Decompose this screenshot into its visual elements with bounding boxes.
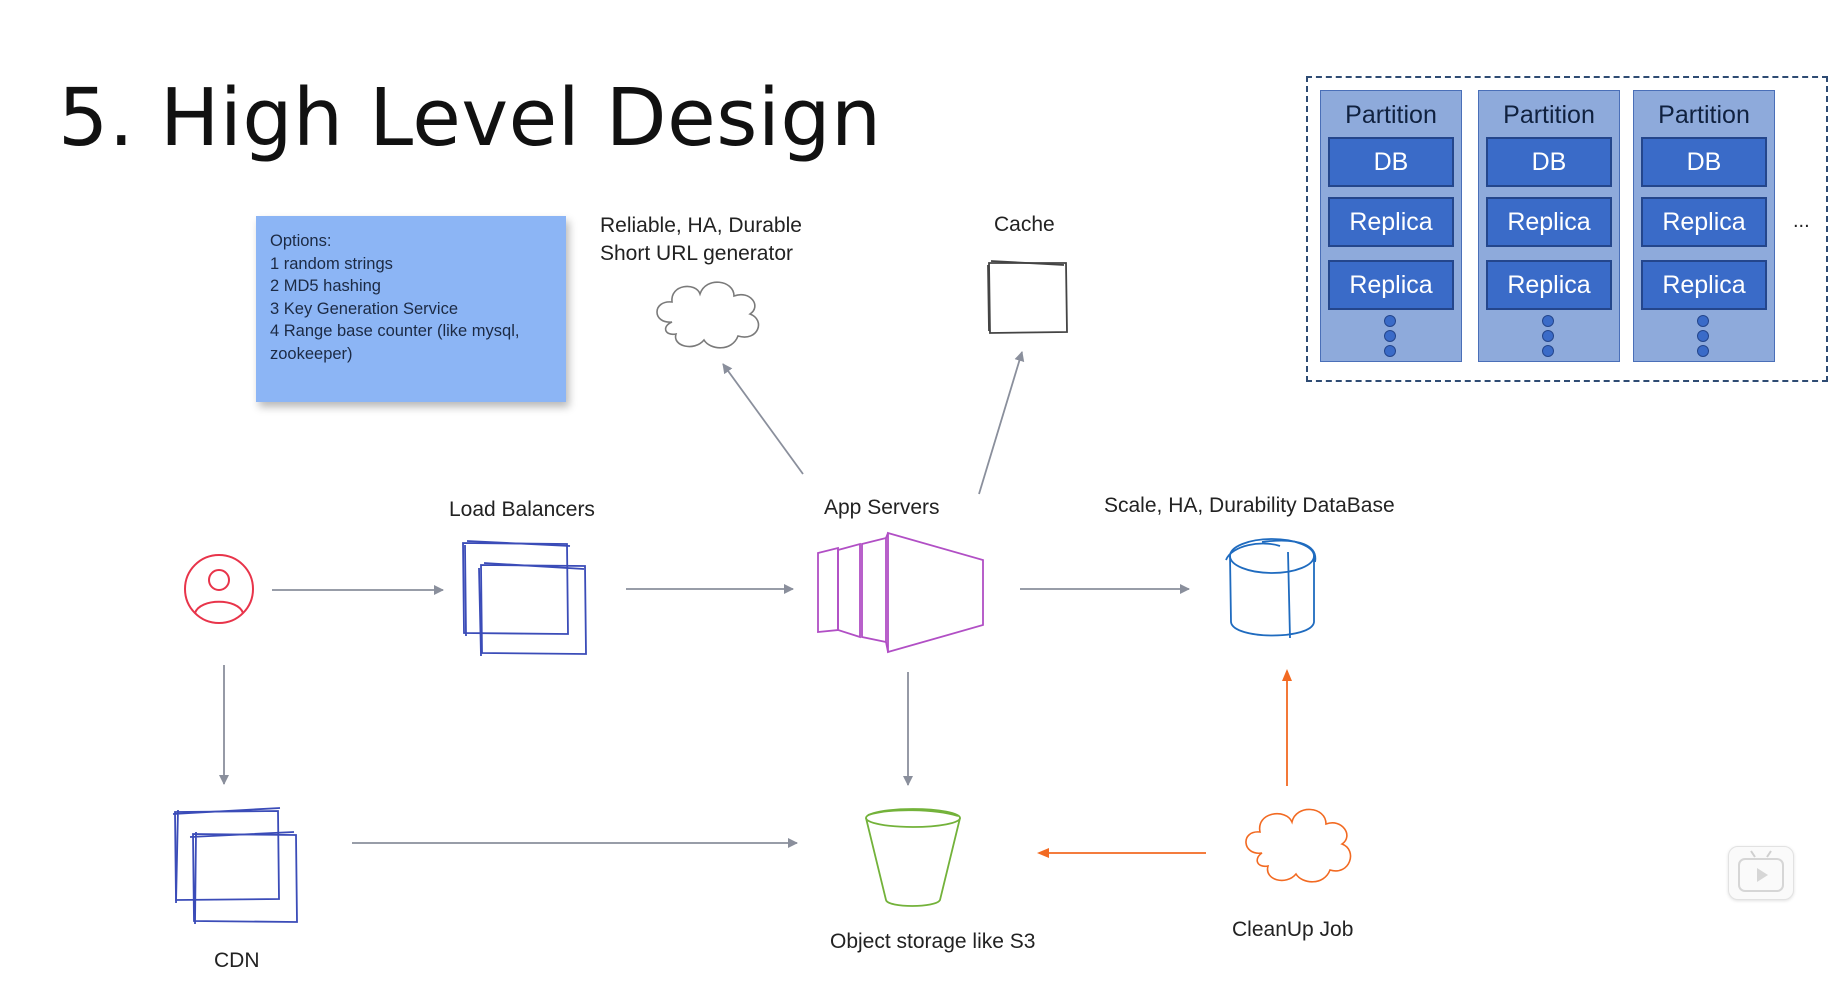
- partition: Partition DB Replica Replica: [1320, 90, 1462, 362]
- cache-label: Cache: [994, 213, 1055, 236]
- cleanup-job-label: CleanUp Job: [1232, 918, 1354, 941]
- cleanup-cloud-icon: [1245, 808, 1352, 883]
- db-block: DB: [1641, 137, 1767, 187]
- replica-block: Replica: [1641, 260, 1767, 310]
- options-note-line: 4 Range base counter (like mysql,: [270, 322, 520, 340]
- more-dot: [1542, 315, 1554, 327]
- load-balancers-label: Load Balancers: [449, 498, 595, 521]
- options-note-line: 1 random strings: [270, 254, 393, 273]
- replica-block: Replica: [1328, 260, 1454, 310]
- db-block: DB: [1486, 137, 1612, 187]
- partition: Partition DB Replica Replica: [1633, 90, 1775, 362]
- more-dot: [1697, 330, 1709, 342]
- more-partitions-ellipsis: ...: [1793, 210, 1810, 232]
- replica-block: Replica: [1641, 197, 1767, 247]
- arrows: [219, 351, 1292, 858]
- play-button[interactable]: [1728, 846, 1794, 900]
- more-dot: [1384, 345, 1396, 357]
- object-storage-label: Object storage like S3: [830, 930, 1036, 953]
- database-label: Scale, HA, Durability DataBase: [1104, 494, 1395, 517]
- partition: Partition DB Replica Replica: [1478, 90, 1620, 362]
- options-note-line: 2 MD5 hashing: [270, 277, 381, 295]
- more-dot: [1542, 330, 1554, 342]
- play-icon: [1738, 850, 1784, 892]
- options-note-line: zookeeper): [270, 344, 353, 363]
- more-dot: [1697, 345, 1709, 357]
- partition-title: Partition: [1658, 101, 1750, 129]
- cdn-label: CDN: [214, 949, 260, 972]
- app-servers-label: App Servers: [824, 496, 940, 519]
- options-note: Options: 1 random strings 2 MD5 hashing …: [256, 216, 566, 402]
- more-dot: [1697, 315, 1709, 327]
- more-dot: [1384, 330, 1396, 342]
- user-circle-icon: [184, 554, 254, 624]
- page-title: 5. High Level Design: [58, 72, 882, 164]
- server-funnel-icon: [817, 531, 984, 654]
- database-cylinder-icon: [1225, 538, 1317, 639]
- url-generator-label-line2: Short URL generator: [600, 242, 793, 265]
- more-dot: [1384, 315, 1396, 327]
- cache-box-icon: [987, 260, 1068, 334]
- bucket-icon: [865, 808, 961, 907]
- replica-block: Replica: [1486, 260, 1612, 310]
- stacked-windows-icon: [462, 540, 587, 657]
- cdn-windows-icon: [172, 807, 298, 925]
- url-generator-label-line1: Reliable, HA, Durable: [600, 214, 802, 237]
- partition-title: Partition: [1503, 101, 1595, 129]
- db-block: DB: [1328, 137, 1454, 187]
- options-note-line: 3 Key Generation Service: [270, 299, 459, 318]
- database-cluster: Partition DB Replica Replica Partition D…: [1306, 76, 1828, 382]
- partition-title: Partition: [1345, 101, 1437, 129]
- replica-block: Replica: [1328, 197, 1454, 247]
- options-note-line: Options:: [270, 232, 332, 250]
- arrow-app-to-cache: [978, 351, 1025, 495]
- replica-block: Replica: [1486, 197, 1612, 247]
- arrow-app-to-generator: [722, 363, 804, 475]
- cloud-icon: [656, 281, 760, 349]
- more-dot: [1542, 345, 1554, 357]
